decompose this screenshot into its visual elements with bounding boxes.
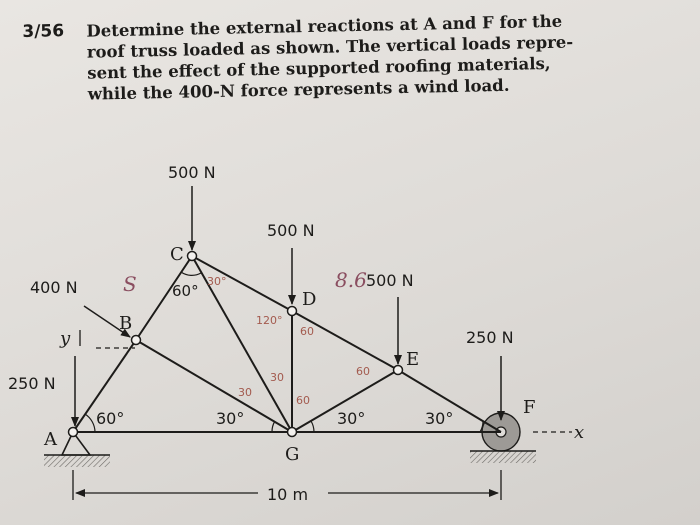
handwritten-mid-c: 30 (270, 371, 284, 384)
handwritten-mid-b: 30 (238, 386, 252, 399)
dimension-line (72, 470, 502, 500)
load-label-f: 250 N (466, 328, 514, 347)
axis-label-x: x (574, 422, 584, 443)
handwritten-d-low: 60 (300, 325, 314, 338)
node-label-f: F (523, 397, 536, 418)
node-label-d: D (302, 289, 316, 310)
handwritten-e-note: 8.6 (335, 268, 367, 292)
angle-label-g-right: 30° (337, 409, 365, 428)
node-label-b: B (119, 313, 132, 334)
angle-arcs (84, 271, 484, 433)
handwritten-g-angle: 60 (296, 394, 310, 407)
dimension-label: 10 m (267, 485, 308, 504)
handwritten-e-angle: 60 (356, 365, 370, 378)
angle-label-g-left: 30° (216, 409, 244, 428)
handwritten-s: S (123, 272, 137, 296)
load-label-e: 500 N (366, 271, 414, 290)
load-label-wind: 400 N (30, 278, 78, 297)
handwritten-d-angle: 120° (256, 314, 283, 327)
handwritten-c-angle: 30° (207, 275, 227, 288)
node-label-g: G (285, 444, 299, 465)
axis-markers (96, 347, 572, 433)
node-label-a: A (43, 429, 58, 450)
angle-label-c: 60° (172, 282, 199, 300)
angle-label-f: 30° (425, 409, 453, 428)
truss-joints (67, 250, 404, 438)
support-a (44, 430, 110, 467)
node-label-c: C (170, 244, 184, 265)
load-label-d: 500 N (267, 221, 315, 240)
support-f (470, 412, 536, 463)
angle-label-a: 60° (96, 409, 124, 428)
load-arrows (71, 186, 505, 427)
axis-label-y: y (59, 328, 71, 349)
load-label-c: 500 N (168, 163, 216, 182)
load-label-a: 250 N (8, 374, 56, 393)
node-label-e: E (406, 349, 419, 370)
